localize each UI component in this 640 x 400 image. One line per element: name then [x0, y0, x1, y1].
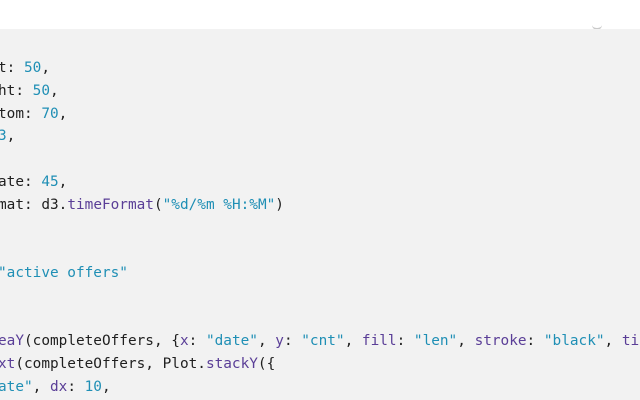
code-token: , — [6, 128, 16, 145]
code-token: : d3. — [24, 196, 68, 213]
code-token: 3 — [0, 128, 7, 145]
code-token: : — [15, 82, 33, 99]
code-token: : — [24, 105, 42, 122]
code-token: : — [6, 60, 24, 76]
code-token: : — [396, 333, 414, 349]
code-token: y — [275, 333, 284, 349]
code-token: 45 — [41, 173, 59, 190]
code-token: 50 — [24, 60, 42, 76]
code-line: tom: 70, — [0, 104, 67, 124]
code-token: fill — [361, 333, 397, 349]
code-token: , — [344, 333, 362, 349]
code-token: xt — [0, 355, 16, 372]
code-token: , — [604, 333, 622, 349]
code-line: eaY(completeOffers, {x: "date", y: "cnt"… — [0, 331, 639, 351]
code-token: : — [526, 333, 544, 349]
code-token: 50 — [32, 82, 50, 99]
code-token: timeFormat — [67, 196, 154, 213]
code-token: : — [283, 333, 302, 349]
code-token: , — [457, 333, 475, 349]
top-bar — [0, 0, 640, 30]
code-token: : — [188, 333, 206, 349]
code-token: eaY — [0, 333, 24, 349]
code-token: tom — [0, 105, 24, 122]
code-token: , — [101, 378, 111, 395]
code-token: "len" — [413, 333, 458, 349]
code-token: ate — [0, 173, 24, 190]
code-token: ht — [0, 82, 16, 99]
code-token: ({ — [257, 355, 276, 372]
code-token: "%d/%m %H:%M" — [162, 196, 276, 213]
code-editor[interactable]: t: 50,ht: 50,tom: 70,3,ate: 45,mat: d3.t… — [0, 29, 640, 400]
code-token: 70 — [41, 105, 59, 122]
code-token: , — [49, 82, 59, 99]
code-token: ti — [621, 333, 640, 349]
code-token: : — [67, 378, 85, 395]
code-line: mat: d3.timeFormat("%d/%m %H:%M") — [0, 195, 284, 215]
code-token: t — [0, 60, 7, 76]
code-line: ht: 50, — [0, 81, 59, 101]
code-token: "black" — [543, 333, 605, 349]
code-token: "active offers" — [0, 264, 128, 281]
code-token: , — [41, 60, 50, 76]
code-token: "date" — [205, 333, 258, 349]
code-line: t: 50, — [0, 58, 50, 78]
code-line: 3, — [0, 126, 15, 146]
code-line: ate", dx: 10, — [0, 377, 111, 397]
code-token: : — [24, 173, 42, 190]
code-token: dx — [49, 378, 68, 395]
code-token: (completeOffers, Plot. — [15, 355, 206, 372]
code-token: stroke — [474, 333, 527, 349]
code-token: (completeOffers, { — [24, 333, 180, 349]
code-token: "cnt" — [301, 333, 345, 349]
code-token: ( — [153, 196, 163, 213]
code-line: xt(completeOffers, Plot.stackY({ — [0, 354, 275, 374]
code-token: x — [179, 333, 189, 349]
code-token: , — [58, 105, 68, 122]
code-token: , — [32, 378, 50, 395]
code-token: , — [257, 333, 276, 349]
code-token: ate" — [0, 378, 33, 395]
code-token: mat — [0, 196, 24, 213]
code-token: stackY — [205, 355, 258, 372]
code-line: ate: 45, — [0, 172, 67, 192]
code-token: , — [58, 173, 68, 190]
code-token: 10 — [84, 378, 102, 395]
code-token: ) — [275, 196, 284, 213]
code-line: "active offers" — [0, 263, 128, 283]
